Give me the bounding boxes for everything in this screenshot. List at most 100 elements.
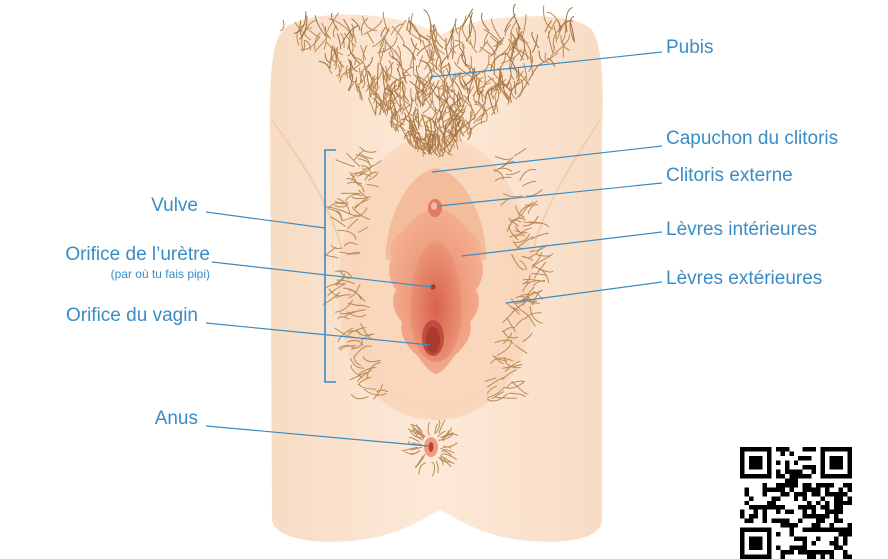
qr-module — [825, 510, 829, 514]
qr-module — [839, 505, 843, 509]
qr-module — [740, 555, 744, 559]
hair-strand — [563, 43, 564, 58]
qr-module — [807, 555, 811, 559]
qr-module — [848, 456, 852, 460]
qr-module — [767, 465, 771, 469]
qr-module — [803, 487, 807, 491]
qr-module — [807, 550, 811, 554]
qr-module — [749, 528, 753, 532]
qr-module — [767, 487, 771, 491]
qr-module — [753, 514, 757, 518]
qr-module — [762, 519, 766, 523]
qr-module — [794, 474, 798, 478]
qr-module — [758, 465, 762, 469]
qr-module — [740, 469, 744, 473]
qr-module — [848, 523, 852, 527]
qr-module — [834, 474, 838, 478]
qr-module — [830, 555, 834, 559]
qr-module — [848, 528, 852, 532]
qr-module — [785, 483, 789, 487]
qr-module — [843, 550, 847, 554]
qr-module — [767, 546, 771, 550]
qr-module — [780, 447, 784, 451]
qr-module — [753, 505, 757, 509]
qr-module — [740, 550, 744, 554]
qr-module — [789, 469, 793, 473]
qr-module — [848, 501, 852, 505]
label-pubis: Pubis — [666, 37, 714, 59]
qr-module — [839, 447, 843, 451]
label-vulva: Vulve — [151, 195, 198, 217]
qr-module — [794, 460, 798, 464]
qr-module — [812, 487, 816, 491]
qr-module — [816, 483, 820, 487]
qr-module — [848, 447, 852, 451]
qr-module — [816, 550, 820, 554]
qr-module — [825, 487, 829, 491]
qr-module — [834, 456, 838, 460]
qr-module — [740, 532, 744, 536]
qr-module — [749, 456, 753, 460]
qr-module — [839, 501, 843, 505]
vaginal-opening-shade — [426, 327, 440, 353]
qr-module — [753, 528, 757, 532]
qr-module — [740, 474, 744, 478]
qr-module — [758, 447, 762, 451]
qr-module — [794, 478, 798, 482]
qr-module — [825, 514, 829, 518]
qr-module — [830, 447, 834, 451]
qr-module — [771, 496, 775, 500]
qr-module — [780, 487, 784, 491]
qr-module — [789, 546, 793, 550]
qr-module — [776, 532, 780, 536]
qr-module — [812, 528, 816, 532]
qr-module — [789, 532, 793, 536]
qr-module — [812, 523, 816, 527]
qr-module — [839, 496, 843, 500]
qr-module — [753, 465, 757, 469]
qr-code-icon — [740, 447, 852, 559]
qr-module — [789, 510, 793, 514]
qr-module — [830, 460, 834, 464]
qr-module — [839, 510, 843, 514]
qr-module — [767, 469, 771, 473]
qr-module — [834, 460, 838, 464]
qr-module — [758, 537, 762, 541]
qr-module — [780, 505, 784, 509]
qr-module — [749, 519, 753, 523]
qr-module — [834, 528, 838, 532]
qr-module — [816, 514, 820, 518]
qr-module — [771, 487, 775, 491]
qr-module — [776, 469, 780, 473]
qr-module — [762, 505, 766, 509]
qr-module — [744, 519, 748, 523]
qr-module — [762, 487, 766, 491]
qr-module — [789, 550, 793, 554]
qr-module — [767, 460, 771, 464]
qr-module — [749, 537, 753, 541]
qr-module — [794, 483, 798, 487]
qr-module — [785, 447, 789, 451]
qr-module — [771, 519, 775, 523]
qr-module — [834, 541, 838, 545]
qr-module — [803, 537, 807, 541]
qr-module — [740, 510, 744, 514]
qr-module — [807, 487, 811, 491]
qr-module — [789, 523, 793, 527]
qr-module — [749, 514, 753, 518]
label-vaginal-opening: Orifice du vagin — [66, 305, 198, 327]
qr-module — [762, 528, 766, 532]
qr-module — [816, 528, 820, 532]
qr-module — [780, 474, 784, 478]
qr-module — [758, 460, 762, 464]
qr-module — [839, 528, 843, 532]
qr-module — [798, 492, 802, 496]
qr-module — [776, 487, 780, 491]
anus-center — [429, 442, 434, 452]
qr-module — [803, 514, 807, 518]
qr-module — [821, 460, 825, 464]
qr-module — [744, 528, 748, 532]
qr-module — [821, 474, 825, 478]
qr-module — [812, 550, 816, 554]
qr-module — [767, 528, 771, 532]
